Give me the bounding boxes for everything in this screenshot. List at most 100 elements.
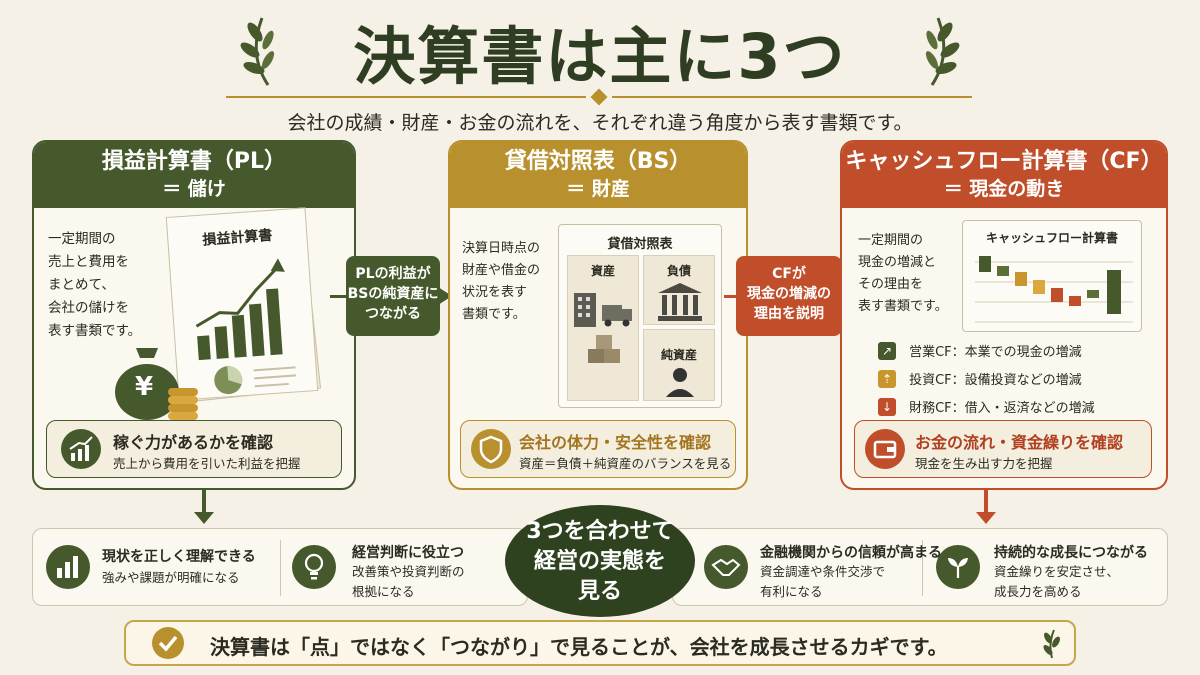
growth-chart-icon [195, 258, 297, 395]
benefit-title: 経営判断に役立つ [352, 545, 464, 561]
laurel-right-icon [925, 17, 960, 86]
benefit-title: 現状を正しく理解できる [102, 549, 256, 565]
bs-sheet-title: 貸借対照表 [607, 237, 673, 252]
benefit-title: 持続的な成長につながる [994, 545, 1148, 561]
equity-section: 純資産 [643, 329, 715, 401]
operating-cf-icon: ↗ [878, 341, 896, 360]
leaf-icon [1043, 629, 1060, 659]
pl-desc-line: 売上と費用を [48, 254, 129, 270]
center-message: 3つを合わせて 経営の実態を 見る [505, 505, 695, 617]
cf-card-header: キャッシュフロー計算書（CF） ＝ 現金の動き [842, 142, 1166, 208]
cf-item-label: 営業CF：本業での現金の増減 [909, 345, 1082, 360]
center-message-line: 3つを合わせて [526, 519, 674, 544]
arrow-down-icon [976, 490, 996, 524]
panel-divider [280, 540, 281, 596]
cf-item-financing: ↓ 財務CF：借入・返済などの増減 [878, 396, 1095, 424]
pl-bs-link-box: PLの利益が BSの純資産に つながる [346, 256, 440, 336]
pl-card-header: 損益計算書（PL） ＝ 儲け [34, 142, 354, 208]
pl-bs-link-line: つながる [365, 306, 421, 322]
person-icon [666, 368, 694, 397]
lightbulb-icon [292, 545, 336, 589]
title-rule-right [612, 96, 972, 98]
sprout-icon [936, 545, 980, 589]
bs-callout: 会社の体力・安全性を確認 資産＝負債＋純資産のバランスを見る [460, 420, 736, 478]
arrow-down-icon [194, 490, 214, 524]
bs-cf-link-line: CFが [772, 266, 806, 282]
currency-symbol: ¥ [135, 372, 154, 402]
waterfall-chart-icon [975, 256, 1133, 323]
pl-callout-subtitle: 売上から費用を引いた利益を把握 [113, 456, 301, 471]
pl-callout: 稼ぐ力があるかを確認 売上から費用を引いた利益を把握 [46, 420, 342, 478]
cf-desc-line: 表す書類です。 [858, 299, 948, 314]
benefit-subtitle: 資金調達や条件交渉で [760, 564, 886, 579]
subtitle: 会社の成績・財産・お金の流れを、それぞれ違う角度から表す書類です。 [287, 112, 913, 134]
footer-message: 決算書は「点」ではなく「つながり」で見ることが、会社を成長させるカギです。 [210, 635, 948, 659]
bs-description: 決算日時点の 財産や借金の 状況を表す 書類です。 [462, 238, 540, 326]
pl-bs-link-line: BSの純資産に [347, 286, 439, 302]
assets-label: 資産 [590, 264, 615, 278]
bs-desc-line: 決算日時点の [462, 241, 541, 256]
bs-cf-link-line: 現金の増減の [747, 286, 831, 302]
bs-card-header: 貸借対照表（BS） ＝ 財産 [450, 142, 746, 208]
benefit-subtitle: 成長力を高める [994, 584, 1082, 599]
benefit-subtitle: 強みや課題が明確になる [102, 570, 240, 585]
bar-chart-icon [46, 545, 90, 589]
assets-section: 資産 [567, 255, 639, 401]
center-message-line: 経営の実態を [533, 549, 666, 574]
building-truck-boxes-icon [574, 293, 632, 363]
wallet-icon [865, 429, 905, 469]
financing-cf-icon: ↓ [878, 397, 896, 416]
pl-document-illustration: 損益計算書 [165, 207, 319, 401]
bs-cf-link-line: 理由を説明 [754, 306, 824, 322]
pl-bs-arrow-line [330, 295, 348, 298]
bs-desc-line: 書類です。 [462, 307, 526, 322]
panel-divider [922, 540, 923, 596]
liabilities-label: 負債 [666, 264, 691, 278]
benefit-subtitle: 根拠になる [352, 584, 415, 599]
money-bag-icon [115, 348, 198, 420]
cf-chart-title: キャッシュフロー計算書 [985, 231, 1118, 245]
center-message-line: 見る [577, 579, 622, 604]
cf-callout-title: お金の流れ・資金繰りを確認 [915, 433, 1124, 452]
cf-callout-subtitle: 現金を生み出す力を把握 [915, 456, 1053, 471]
pl-bs-link-line: PLの利益が [355, 266, 431, 282]
equity-label: 純資産 [660, 348, 697, 362]
bank-icon [658, 283, 702, 321]
bs-desc-line: 財産や借金の [462, 263, 541, 278]
trend-up-icon [61, 429, 101, 469]
benefit-subtitle: 資金繰りを安定させ、 [994, 564, 1120, 579]
benefit-subtitle: 改善策や投資判断の [352, 564, 465, 579]
bs-tagline: ＝ 財産 [566, 178, 630, 200]
laurel-left-icon [240, 17, 275, 86]
page-title: 決算書は主に3つ [353, 20, 847, 93]
cf-desc-line: 一定期間の [858, 233, 924, 248]
cf-item-label: 投資CF：設備投資などの増減 [909, 373, 1082, 388]
handshake-icon [704, 545, 748, 589]
pl-desc-line: まとめて、 [48, 277, 115, 293]
pl-callout-title: 稼ぐ力があるかを確認 [113, 433, 274, 452]
liabilities-section: 負債 [643, 255, 715, 325]
pl-desc-line: 会社の儲けを [48, 300, 129, 316]
shield-icon [471, 429, 511, 469]
title-rule-left [226, 96, 586, 98]
investing-cf-icon: ⇡ [878, 369, 896, 388]
pl-tagline: ＝ 儲け [162, 178, 226, 200]
cf-item-label: 財務CF：借入・返済などの増減 [909, 401, 1095, 416]
bs-title: 貸借対照表（BS） [504, 149, 692, 174]
check-icon [152, 627, 184, 659]
cf-description: 一定期間の 現金の増減と その理由を 表す書類です。 [858, 230, 948, 318]
cf-callout: お金の流れ・資金繰りを確認 現金を生み出す力を把握 [854, 420, 1152, 478]
bs-desc-line: 状況を表す [462, 285, 528, 300]
pl-desc-line: 表す書類です。 [48, 323, 142, 339]
balance-sheet-illustration: 貸借対照表 資産 負債 純資産 [558, 224, 722, 408]
cf-waterfall-illustration: キャッシュフロー計算書 [962, 220, 1142, 332]
bs-callout-subtitle: 資産＝負債＋純資産のバランスを見る [519, 456, 732, 471]
cf-item-operating: ↗ 営業CF：本業での現金の増減 [878, 340, 1095, 368]
pl-desc-line: 一定期間の [48, 231, 116, 247]
bs-cf-arrow-line [724, 295, 738, 298]
pl-description: 一定期間の 売上と費用を まとめて、 会社の儲けを 表す書類です。 [48, 228, 141, 343]
bs-callout-title: 会社の体力・安全性を確認 [519, 433, 712, 452]
bs-cf-link-box: CFが 現金の増減の 理由を説明 [736, 256, 842, 336]
cf-item-list: ↗ 営業CF：本業での現金の増減 ⇡ 投資CF：設備投資などの増減 ↓ 財務CF… [878, 340, 1095, 424]
benefit-subtitle: 有利になる [760, 584, 823, 599]
